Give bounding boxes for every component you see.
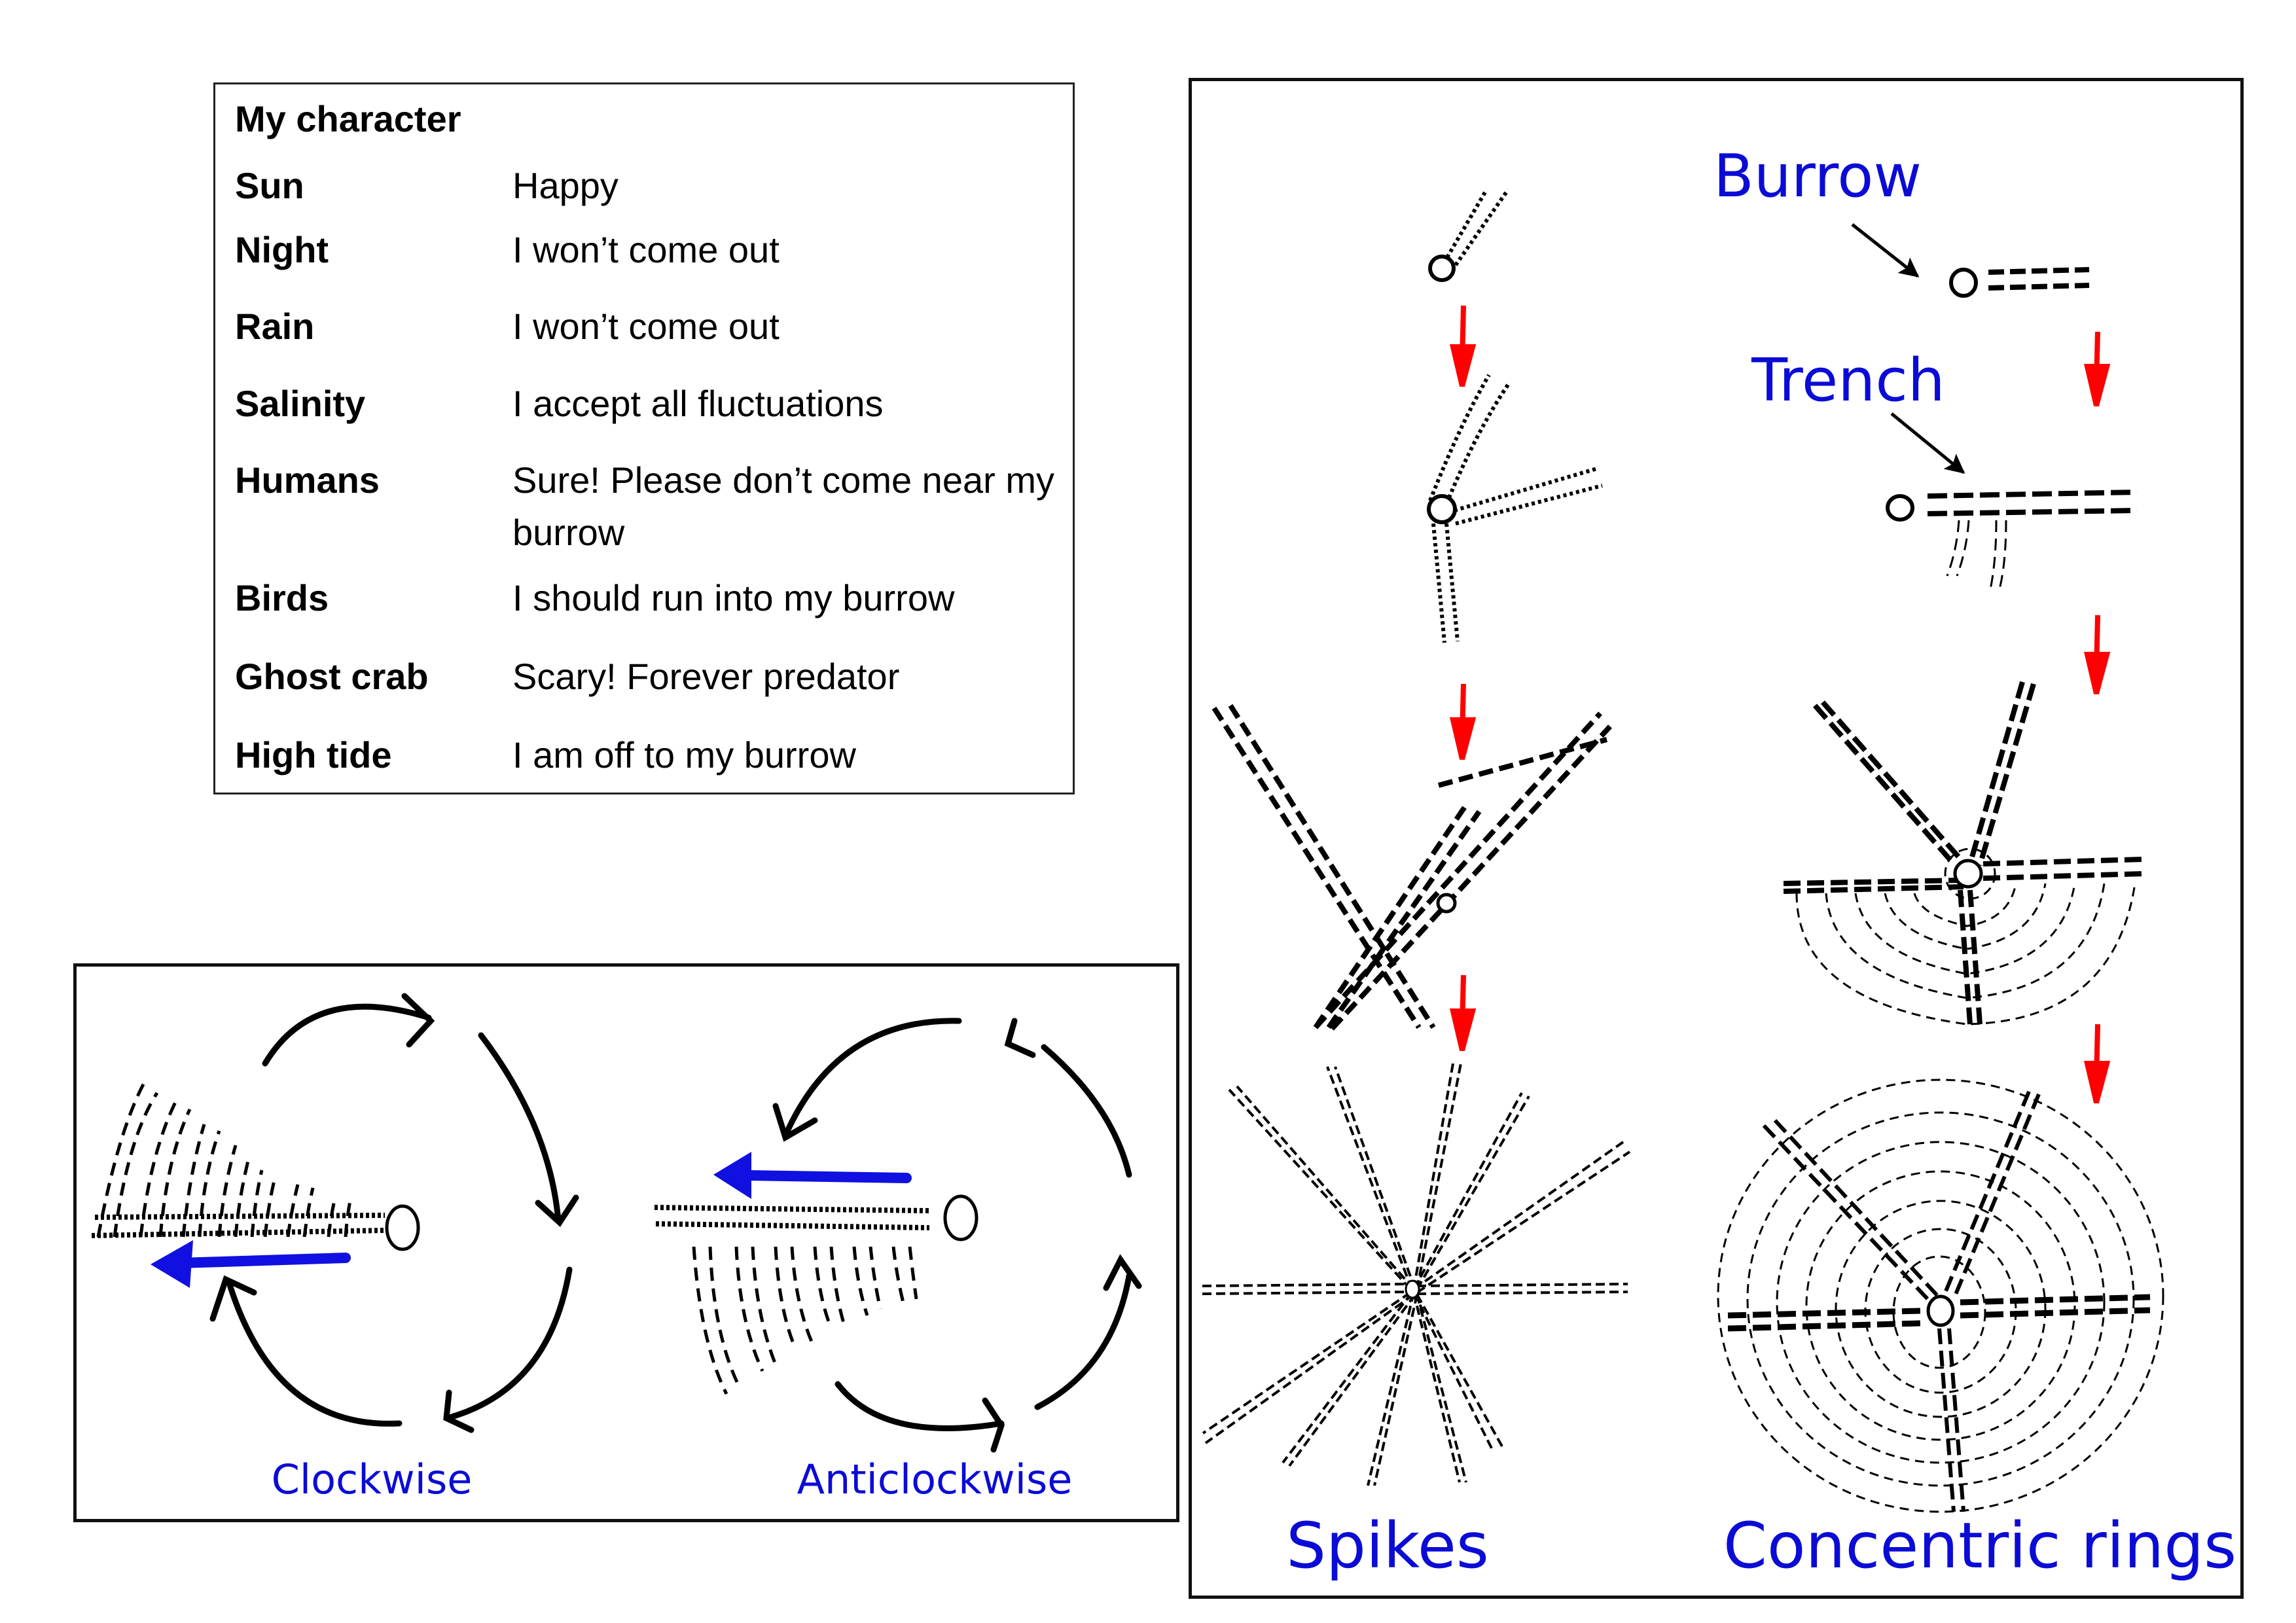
arc-arrow: [834, 1381, 1005, 1431]
row-value: Happy: [512, 165, 619, 206]
row-key: Sun: [235, 165, 304, 206]
patterns-panel: [1189, 78, 2244, 1599]
row-value: I should run into my burrow: [512, 577, 955, 618]
row-value: I won’t come out: [512, 306, 780, 347]
concentric-rings-label: Concentric rings: [1723, 1509, 2236, 1582]
row-key: Night: [235, 229, 329, 270]
anticlockwise-cycle-arrows: [772, 1018, 1142, 1453]
arc-arrow: [1041, 1044, 1132, 1178]
spikes-stage-4: [1202, 1063, 1631, 1486]
trench-label: Trench: [1751, 346, 1945, 415]
movement-arrow-left-icon: [713, 1152, 912, 1199]
row-value: Sure! Please don’t come near my burrow: [512, 459, 1054, 553]
row-key: Birds: [235, 577, 329, 618]
arc-arrow: [1034, 1273, 1132, 1410]
arrow-head-icon: [401, 993, 435, 1048]
rotation-panel: [73, 963, 1179, 1522]
row-value: I am off to my burrow: [512, 734, 856, 776]
row-value: Scary! Forever predator: [512, 656, 900, 697]
burrow-hole-icon: [385, 1204, 420, 1251]
progression-arrow-icon: [1449, 305, 1477, 387]
progression-arrow-icon: [2083, 331, 2111, 407]
arc-arrow: [782, 1018, 962, 1139]
arrow-head-icon: [443, 1389, 475, 1433]
row-value: I won’t come out: [512, 229, 780, 270]
burrow-hole-icon: [1436, 893, 1457, 914]
clockwise-cycle-arrows: [209, 993, 579, 1433]
row-value: I accept all fluctuations: [512, 383, 884, 424]
arc-arrow: [478, 1032, 562, 1224]
arc-arrow: [262, 1003, 432, 1067]
row-key: High tide: [235, 734, 392, 776]
row-key: Ghost crab: [235, 656, 429, 697]
arrow-head-icon: [535, 1194, 579, 1227]
arc-arrow: [226, 1279, 403, 1427]
burrow-hole-icon: [1428, 255, 1456, 282]
arrow-head-icon: [1103, 1254, 1142, 1291]
arrow-head-icon: [1004, 1018, 1036, 1058]
progression-arrow-icon: [1449, 683, 1477, 760]
concentric-stage-2: Trench: [1751, 346, 2138, 593]
arc-arrow: [448, 1266, 573, 1420]
progression-arrow-icon: [2083, 1024, 2111, 1104]
burrow-hole-icon: [943, 1194, 978, 1241]
spikes-stage-1: [1428, 188, 1510, 282]
dotted-channel: [654, 1205, 930, 1230]
progression-arrow-icon: [1449, 974, 1477, 1052]
progression-arrow-icon: [2083, 615, 2111, 695]
row-key: Humans: [235, 459, 380, 501]
concentric-stage-1: Burrow: [1713, 142, 2090, 298]
pointer-arrow-icon: [1890, 412, 1965, 474]
burrow-hole-icon: [1953, 859, 1983, 889]
clockwise-diagram: Clockwise: [91, 993, 579, 1503]
anticlockwise-label: Anticlockwise: [797, 1455, 1073, 1503]
anticlockwise-diagram: Anticlockwise: [654, 1018, 1142, 1503]
arrow-head-icon: [209, 1275, 257, 1322]
arrow-head-icon: [982, 1397, 1005, 1453]
dashed-arcs: [692, 1246, 918, 1395]
concentric-stage-4: [1717, 1079, 2164, 1513]
burrow-hole-icon: [1405, 1279, 1420, 1299]
burrow-hole-icon: [1949, 268, 1978, 298]
burrow-hole-icon: [1926, 1294, 1955, 1327]
character-table: My character Sun Happy Night I won’t com…: [213, 82, 1075, 794]
table-title: My character: [235, 98, 461, 139]
spikes-label: Spikes: [1286, 1509, 1489, 1582]
progression-arrows: [1449, 305, 2111, 1104]
row-key: Salinity: [235, 383, 366, 424]
row-key: Rain: [235, 306, 315, 347]
dashed-arcs: [96, 1082, 352, 1238]
dotted-channel: [91, 1213, 386, 1238]
spikes-stage-2: [1427, 374, 1603, 643]
spikes-stage-3: [1211, 704, 1612, 1031]
burrow-hole-icon: [1427, 494, 1457, 524]
clockwise-label: Clockwise: [272, 1455, 473, 1503]
concentric-stage-3: [1783, 681, 2144, 1026]
movement-arrow-left-icon: [151, 1240, 351, 1288]
burrow-hole-icon: [1886, 494, 1914, 522]
arrow-head-icon: [772, 1103, 818, 1142]
burrow-label: Burrow: [1713, 142, 1922, 211]
pointer-arrow-icon: [1851, 223, 1920, 277]
